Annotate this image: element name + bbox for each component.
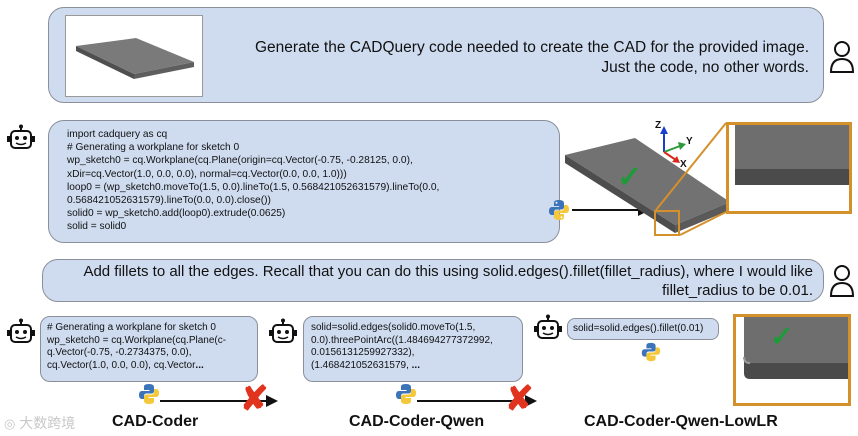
axes-gizmo	[660, 126, 686, 163]
prompt-bubble-1: Generate the CADQuery code needed to cre…	[48, 7, 824, 103]
user-icon	[829, 265, 855, 297]
robot-icon	[7, 124, 35, 149]
zoom-source-box-1	[654, 210, 680, 236]
cad-coder-ellipsis: ...	[195, 359, 204, 371]
response-bubble-1: import cadquery as cq # Generating a wor…	[48, 120, 560, 243]
model-name-cad-coder-qwen-lowlr: CAD-Coder-Qwen-LowLR	[584, 413, 778, 430]
response-1-code: import cadquery as cq # Generating a wor…	[67, 129, 440, 233]
zoom-connector-1	[655, 122, 727, 236]
prompt-2-line-1: Add fillets to all the edges. Recall tha…	[83, 263, 813, 280]
cad-coder-qwen-code-text: solid=solid.edges(solid0.moveTo(1.5, 0.0…	[311, 322, 493, 371]
exec-arrow-cad-coder	[160, 395, 278, 407]
watermark: ◎ 大数跨境	[4, 413, 75, 433]
cad-coder-qwen-lowlr-code: solid=solid.edges().fillet(0.01)	[573, 323, 704, 334]
cad-coder-code-text: # Generating a workplane for sketch 0 wp…	[47, 322, 227, 371]
cad-coder-code: # Generating a workplane for sketch 0 wp…	[47, 322, 257, 372]
prompt-1-line-2: Just the code, no other words.	[601, 59, 809, 76]
axis-x-label: X	[680, 159, 687, 170]
prompt-text-1: Generate the CADQuery code needed to cre…	[209, 38, 809, 78]
input-image-frame	[65, 15, 203, 97]
zoom-detail-filleted	[733, 314, 851, 406]
python-icon	[641, 342, 661, 362]
cad-coder-qwen-ellipsis: ...	[411, 359, 420, 371]
prompt-2-line-2: fillet_radius to be 0.01.	[662, 282, 813, 299]
zoom-detail-1	[726, 122, 852, 214]
response-bubble-cad-coder-qwen-lowlr: solid=solid.edges().fillet(0.01)	[567, 318, 719, 340]
response-bubble-cad-coder-qwen: solid=solid.edges(solid0.moveTo(1.5, 0.0…	[303, 316, 523, 382]
input-plate-image	[76, 38, 194, 79]
axis-y-label: Y	[686, 136, 693, 147]
python-icon	[396, 384, 416, 404]
exec-arrow-cad-coder-qwen	[417, 395, 537, 407]
watermark-text: 大数跨境	[19, 415, 76, 431]
user-icon	[829, 41, 855, 73]
robot-icon	[7, 318, 35, 343]
watermark-logo-icon: ◎	[4, 416, 16, 431]
cross-icon: ✘	[505, 380, 534, 418]
check-icon: ✓	[617, 161, 643, 194]
check-icon: ✓	[770, 321, 794, 352]
python-icon	[549, 200, 569, 220]
rendered-plate-1	[565, 138, 730, 233]
prompt-1-line-1: Generate the CADQuery code needed to cre…	[254, 39, 809, 56]
cross-icon: ✘	[240, 380, 269, 418]
model-name-cad-coder-qwen: CAD-Coder-Qwen	[349, 413, 485, 430]
robot-icon	[269, 318, 297, 343]
python-icon	[139, 384, 159, 404]
prompt-bubble-2: Add fillets to all the edges. Recall tha…	[42, 259, 824, 302]
axis-z-label: Z	[655, 120, 662, 131]
response-bubble-cad-coder: # Generating a workplane for sketch 0 wp…	[40, 316, 258, 382]
robot-icon	[534, 314, 562, 339]
model-name-cad-coder: CAD-Coder	[112, 413, 199, 430]
prompt-text-2: Add fillets to all the edges. Recall tha…	[45, 262, 813, 300]
cad-coder-qwen-code: solid=solid.edges(solid0.moveTo(1.5, 0.0…	[311, 322, 521, 372]
